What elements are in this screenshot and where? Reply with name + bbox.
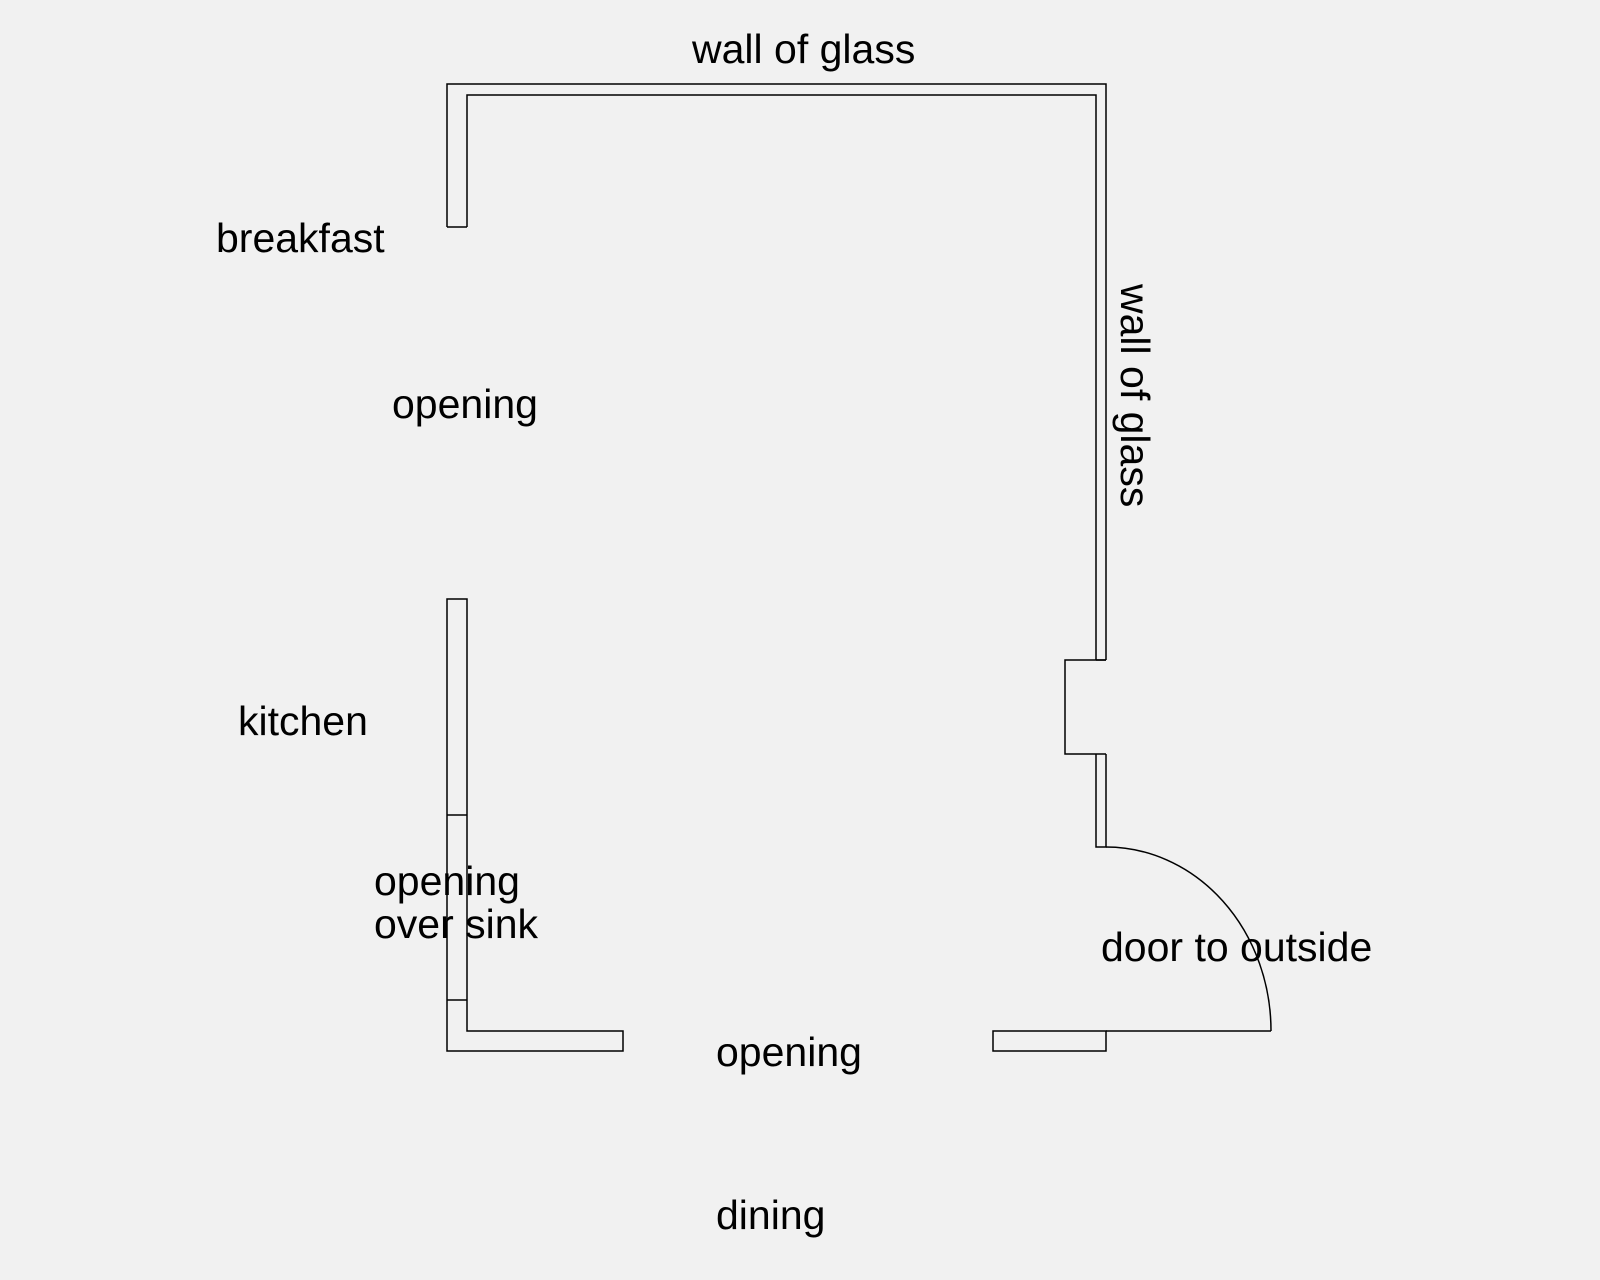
opening-bottom-label: opening — [716, 1029, 862, 1075]
dining-label: dining — [716, 1192, 826, 1238]
breakfast-label: breakfast — [216, 215, 385, 261]
opening-left-label: opening — [392, 381, 538, 427]
door-swing-arc — [1105, 846, 1272, 1032]
door-to-outside-label: door to outside — [1101, 924, 1373, 970]
opening-over-sink-label-line2: over sink — [374, 901, 539, 947]
wall-glass-top-inner — [466, 94, 1097, 660]
opening-over-sink-label-line1: opening — [374, 858, 520, 904]
wall-bottom-right — [992, 1030, 1107, 1052]
wall-of-glass-top-label: wall of glass — [692, 26, 916, 72]
kitchen-label: kitchen — [238, 698, 368, 744]
wall-bump-out — [1064, 659, 1106, 755]
wall-glass-top-outer — [446, 83, 1107, 660]
wall-right-lower — [1095, 754, 1107, 848]
wall-of-glass-right-label: wall of glass — [1112, 284, 1158, 508]
wall-left-outer — [446, 598, 624, 1052]
